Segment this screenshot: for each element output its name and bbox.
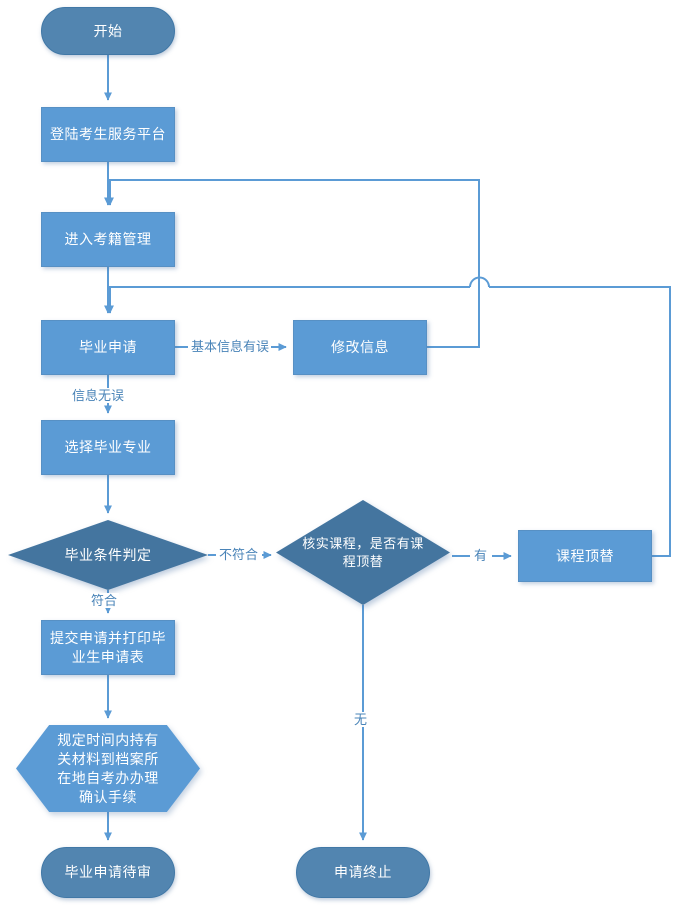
node-substitute[interactable]: 课程顶替 bbox=[518, 530, 652, 582]
edge-label-not-qualified: 不符合 bbox=[217, 547, 261, 562]
node-start[interactable]: 开始 bbox=[41, 7, 175, 55]
node-login-label: 登陆考生服务平台 bbox=[50, 126, 166, 142]
node-submit-form-label: 提交申请并打印毕 业生申请表 bbox=[50, 629, 166, 665]
node-records[interactable]: 进入考籍管理 bbox=[41, 212, 175, 267]
line-hop-bridge bbox=[469, 276, 490, 288]
node-check-condition-label: 毕业条件判定 bbox=[64, 546, 152, 563]
node-check-condition[interactable]: 毕业条件判定 bbox=[8, 520, 208, 590]
node-terminated[interactable]: 申请终止 bbox=[296, 847, 430, 898]
node-edit-info-label: 修改信息 bbox=[331, 339, 389, 355]
node-check-course[interactable]: 核实课程，是否有课 程顶替 bbox=[276, 500, 450, 605]
node-login[interactable]: 登陆考生服务平台 bbox=[41, 107, 175, 162]
node-records-label: 进入考籍管理 bbox=[64, 231, 152, 247]
node-apply-label: 毕业申请 bbox=[79, 339, 137, 355]
edge-label-no-substitute: 无 bbox=[352, 712, 370, 727]
node-choose-major[interactable]: 选择毕业专业 bbox=[41, 420, 175, 475]
node-check-course-label: 核实课程，是否有课 程顶替 bbox=[302, 535, 424, 569]
node-confirm-procedure[interactable]: 规定时间内持有 关材料到档案所 在地自考办办理 确认手续 bbox=[16, 725, 200, 812]
node-edit-info[interactable]: 修改信息 bbox=[293, 320, 427, 375]
hexagon-shape-confirm bbox=[16, 725, 200, 812]
node-substitute-label: 课程顶替 bbox=[556, 547, 614, 564]
edge-label-info-ok: 信息无误 bbox=[70, 388, 127, 403]
node-confirm-procedure-label: 规定时间内持有 关材料到档案所 在地自考办办理 确认手续 bbox=[57, 731, 159, 805]
node-terminated-label: 申请终止 bbox=[334, 864, 392, 880]
node-pending-label: 毕业申请待审 bbox=[64, 864, 152, 880]
node-choose-major-label: 选择毕业专业 bbox=[64, 439, 152, 455]
node-apply[interactable]: 毕业申请 bbox=[41, 320, 175, 375]
node-submit-form[interactable]: 提交申请并打印毕 业生申请表 bbox=[41, 620, 175, 675]
edge-label-has-substitute: 有 bbox=[472, 548, 490, 563]
node-start-label: 开始 bbox=[93, 22, 123, 39]
node-pending[interactable]: 毕业申请待审 bbox=[41, 847, 175, 898]
edge-label-qualified: 符合 bbox=[89, 593, 120, 608]
edge-label-info-wrong: 基本信息有误 bbox=[189, 339, 272, 354]
